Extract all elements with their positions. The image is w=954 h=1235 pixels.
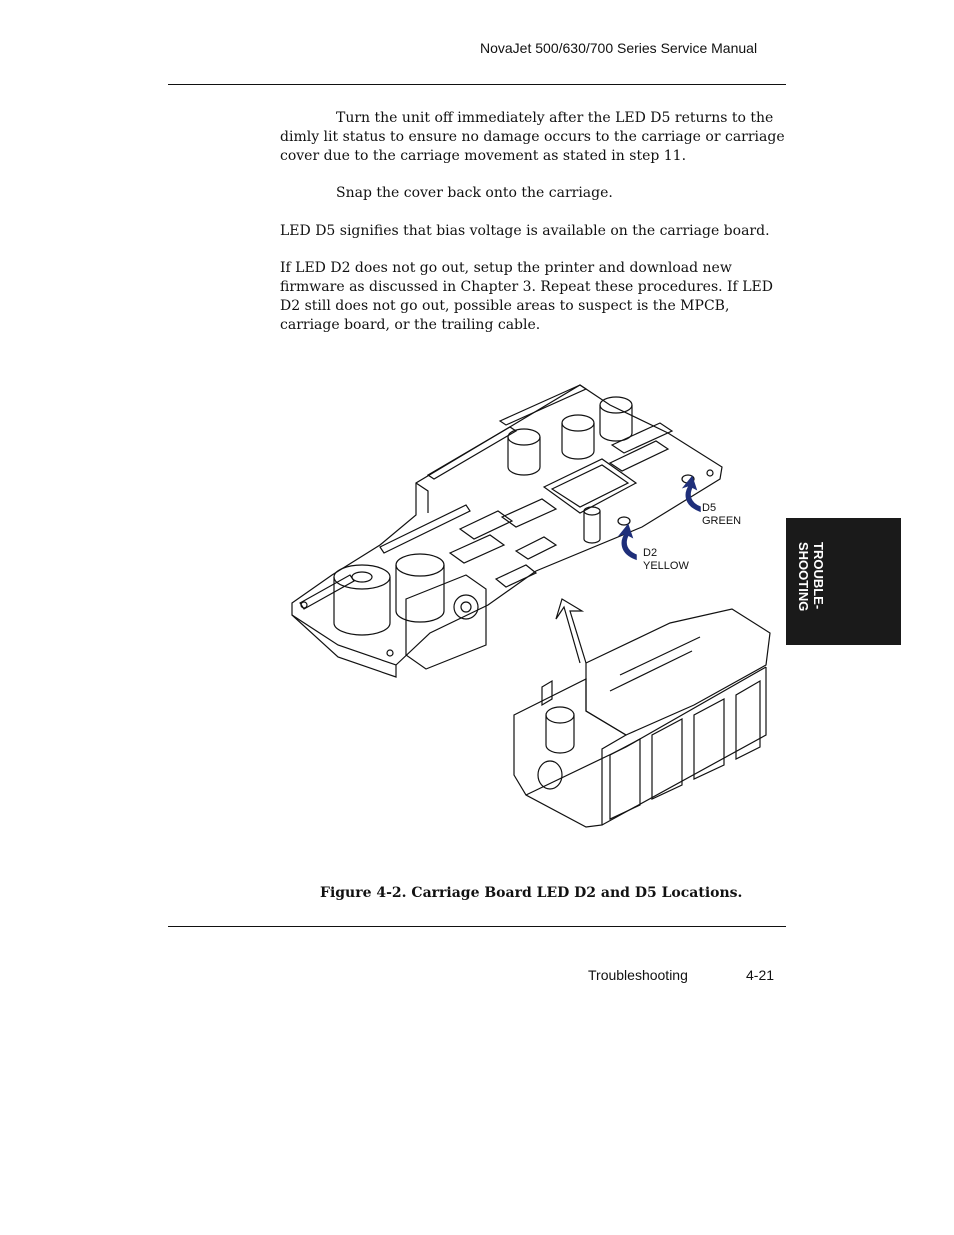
running-header: NovaJet 500/630/700 Series Service Manua… <box>480 40 758 56</box>
footer-section-name: Troubleshooting <box>588 967 688 983</box>
figure-caption: Figure 4-2. Carriage Board LED D2 and D5… <box>320 885 743 901</box>
main-ic <box>542 458 638 514</box>
callout-d2-name: D2 <box>643 547 658 559</box>
carriage-board-illustration <box>291 384 771 828</box>
install-arrow <box>555 598 587 664</box>
footer-rule <box>168 926 786 927</box>
callout-d5-name: D5 <box>702 502 717 514</box>
arrow-d2 <box>617 523 637 561</box>
header-rule <box>168 84 786 85</box>
section-tab-label: TROUBLE- SHOOTING <box>796 542 826 612</box>
section-tab: TROUBLE- SHOOTING <box>786 518 901 645</box>
paragraph-d2-note: If LED D2 does not go out, setup the pri… <box>280 260 773 333</box>
paragraph-d5-note: LED D5 signifies that bias voltage is av… <box>280 223 770 239</box>
paragraph-step-12: Turn the unit off immediately after the … <box>280 109 790 166</box>
carriage-assembly <box>513 608 771 828</box>
callout-d5: D5 GREEN <box>702 502 741 528</box>
footer-page-number: 4-21 <box>746 967 775 983</box>
paragraph-text: Turn the unit off immediately after the … <box>280 110 785 164</box>
callout-d2: D2 YELLOW <box>643 547 689 573</box>
board-outline <box>291 384 723 666</box>
callout-d5-color: GREEN <box>702 515 742 527</box>
led-d2 <box>617 516 631 526</box>
callout-d2-color: YELLOW <box>643 560 689 572</box>
paragraph-step-13: Snap the cover back onto the carriage. <box>280 184 790 203</box>
arrow-d5 <box>681 475 701 513</box>
left-connector <box>379 504 471 554</box>
paragraph-text: Snap the cover back onto the carriage. <box>336 185 613 201</box>
top-connector <box>426 426 518 480</box>
